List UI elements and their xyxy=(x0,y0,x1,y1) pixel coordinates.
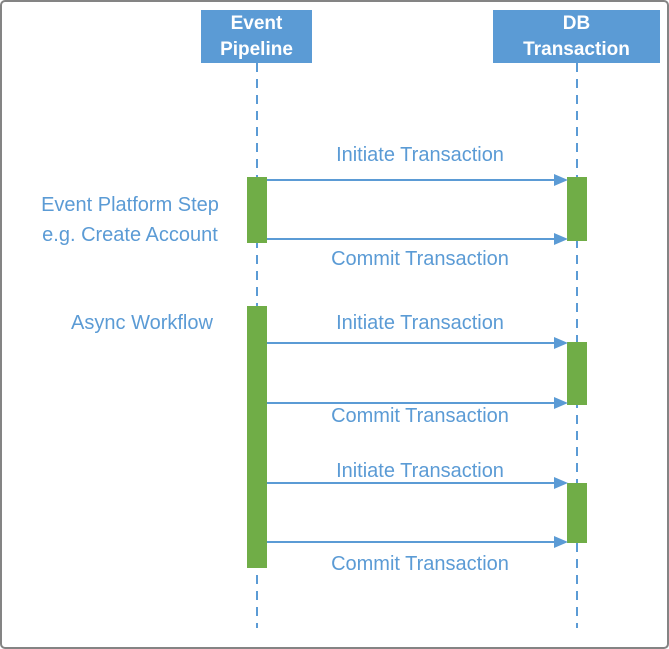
message-arrow-initiate-3 xyxy=(267,477,568,489)
actor-label-line: DB xyxy=(562,12,591,34)
message-arrow-commit-1 xyxy=(267,233,568,245)
message-label-commit-2: Commit Transaction xyxy=(331,405,509,427)
actor-box-event-pipeline: Event Pipeline xyxy=(201,10,312,63)
message-label-commit-1: Commit Transaction xyxy=(331,248,509,270)
message-arrow-initiate-2 xyxy=(267,337,568,349)
annotation-line: Async Workflow xyxy=(71,312,213,334)
activation-bar-event-platform-step xyxy=(247,177,267,243)
message-arrow-commit-3 xyxy=(267,536,568,548)
actor-label-line: Transaction xyxy=(523,38,630,60)
actor-box-db-transaction: DB Transaction xyxy=(493,10,660,63)
message-label-commit-3: Commit Transaction xyxy=(331,553,509,575)
message-label-initiate-2: Initiate Transaction xyxy=(336,312,504,334)
annotation-line: Event Platform Step xyxy=(41,194,219,216)
message-arrow-commit-2 xyxy=(267,397,568,409)
actor-label-line: Event xyxy=(230,12,283,34)
activation-bar-db-transaction-1 xyxy=(567,177,587,241)
message-label-initiate-3: Initiate Transaction xyxy=(336,460,504,482)
annotation-async-workflow: Async Workflow xyxy=(20,308,264,338)
message-arrow-initiate-1 xyxy=(267,174,568,186)
annotation-event-platform-step: Event Platform Step e.g. Create Account xyxy=(8,190,252,250)
activation-bar-async-workflow xyxy=(247,306,267,568)
annotation-line: e.g. Create Account xyxy=(42,224,218,246)
message-label-initiate-1: Initiate Transaction xyxy=(336,144,504,166)
actor-label-line: Pipeline xyxy=(220,38,293,60)
activation-bar-db-transaction-2 xyxy=(567,342,587,405)
activation-bar-db-transaction-3 xyxy=(567,483,587,543)
